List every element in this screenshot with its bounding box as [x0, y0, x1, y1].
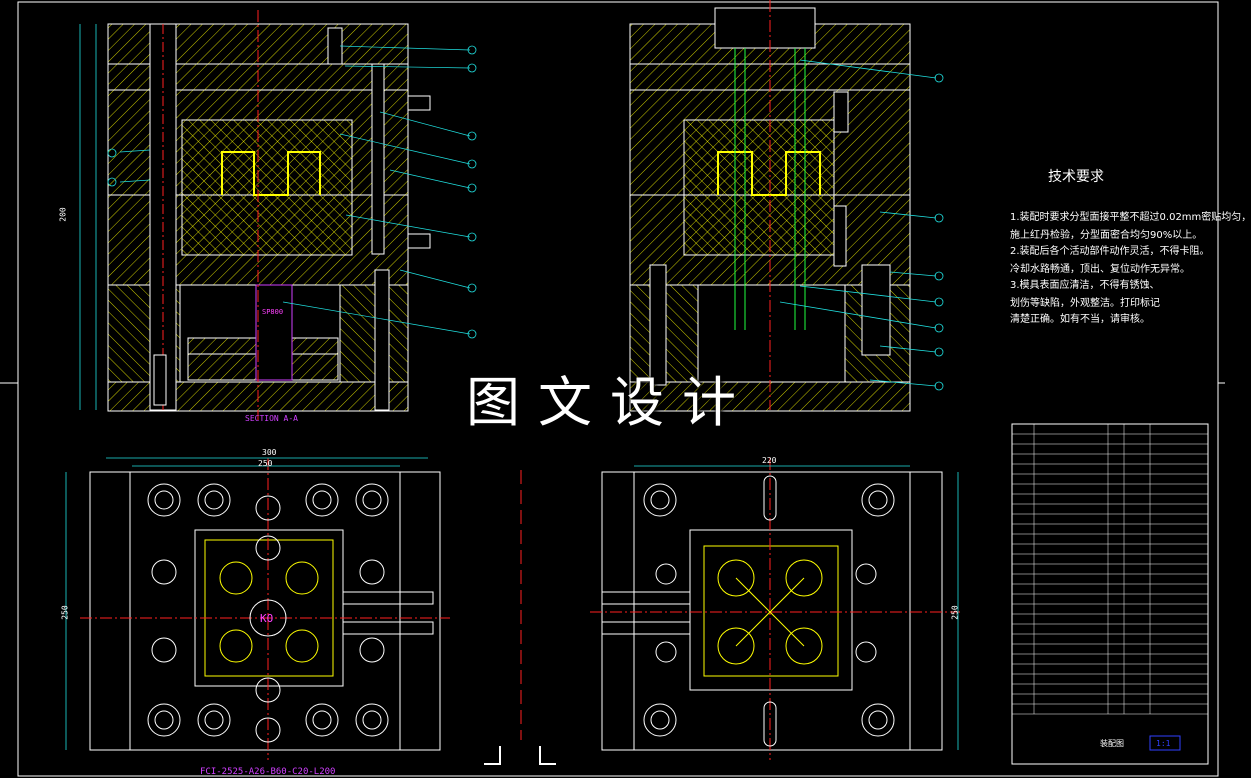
spring-label: SP800	[262, 308, 284, 316]
watermark-text: 图文设计	[466, 371, 754, 434]
requirement-line-5: 3.模具表面应清洁，不得有锈蚀、	[1010, 280, 1160, 291]
cad-drawing-canvas	[0, 0, 1225, 777]
mold-base-code: FCI-2525-A26-B60-C20-L200	[200, 767, 336, 777]
requirement-line-4: 冷却水路畅通，顶出、复位动作无异常。	[1010, 264, 1190, 275]
plan-view-right	[590, 458, 960, 760]
section-view-right	[629, 0, 944, 412]
requirement-line-1: 1.装配时要求分型面接平整不超过0.02mm密贴均匀，	[1010, 212, 1251, 223]
requirement-line-2: 施上红丹检验，分型面密合均匀90%以上。	[1010, 230, 1203, 241]
corner-mark-left	[484, 746, 501, 765]
technical-requirements-title: 技术要求	[1048, 169, 1104, 185]
requirement-line-3: 2.装配后各个活动部件动作灵活，不得卡阻。	[1010, 246, 1210, 257]
section-view-left	[79, 10, 477, 420]
dim-right-height: 250	[950, 605, 960, 620]
bom-table	[1011, 423, 1209, 765]
title-block-scale: 1:1	[1156, 739, 1171, 748]
dim-right-width: 220	[762, 456, 777, 465]
title-block-drawing-name: 装配图	[1100, 739, 1124, 748]
dim-top-width: 300	[262, 448, 277, 457]
ko-label: KO	[260, 612, 274, 625]
requirement-line-6: 划伤等缺陷，外观整洁。打印标记	[1010, 298, 1160, 309]
plan-view-left	[65, 457, 450, 760]
drawing-border	[17, 1, 1219, 777]
section-label: SECTION A-A	[245, 414, 298, 423]
dim-section-height: 200	[58, 207, 68, 222]
dim-top-width-inner: 250	[258, 459, 273, 468]
requirement-line-7: 清楚正确。如有不当，请审核。	[1010, 314, 1150, 325]
corner-mark-right	[539, 746, 556, 765]
dim-left-height: 250	[60, 605, 70, 620]
